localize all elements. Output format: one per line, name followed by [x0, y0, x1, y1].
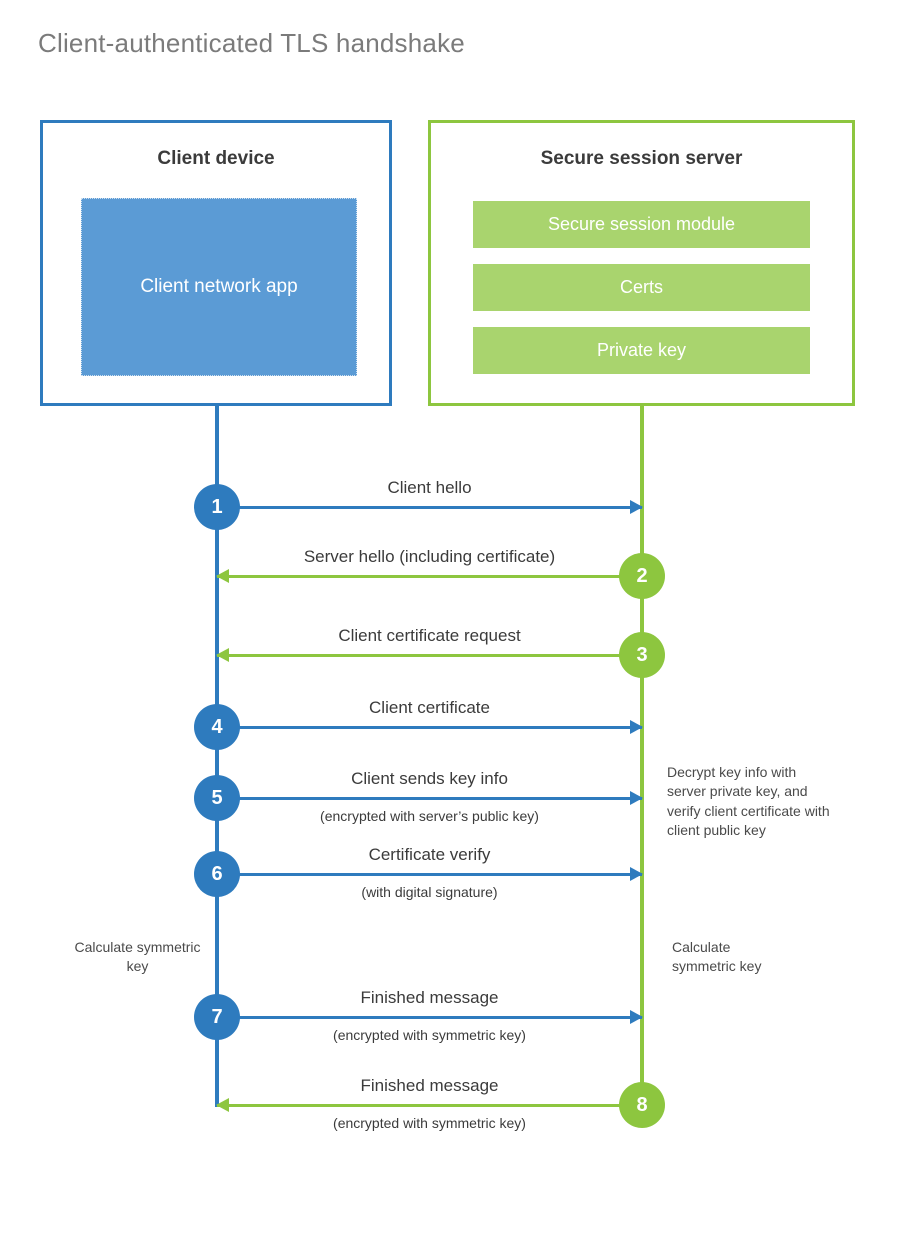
note-server-calculate-symmetric-key: Calculate symmetric key — [672, 939, 762, 975]
arrow-shaft — [217, 653, 642, 657]
server-lifeline — [640, 404, 644, 1107]
client-device-title: Client device — [157, 148, 275, 169]
arrow-shaft — [217, 796, 642, 800]
arrow-head-right-icon — [630, 791, 643, 805]
note-client-calculate-symmetric-key: Calculate symmetric key — [74, 939, 201, 975]
secure-session-server-box: Secure session server Secure session mod… — [428, 120, 855, 406]
arrow-head-right-icon — [630, 500, 643, 514]
client-lifeline — [215, 404, 219, 1107]
step-circle-1[interactable]: 1 — [194, 484, 240, 530]
client-network-app-block: Client network app — [81, 198, 357, 376]
arrow-head-left-icon — [216, 569, 229, 583]
message-label-1: Client hello — [387, 478, 472, 497]
arrow-shaft — [217, 872, 642, 876]
step-circle-6[interactable]: 6 — [194, 851, 240, 897]
step-circle-5[interactable]: 5 — [194, 775, 240, 821]
client-device-box: Client device Client network app — [40, 120, 392, 406]
message-label-3: Client certificate request — [338, 626, 521, 645]
arrow-head-left-icon — [216, 648, 229, 662]
arrow-head-right-icon — [630, 720, 643, 734]
server-bar-secure-session-module: Secure session module — [473, 201, 810, 248]
page-title: Client-authenticated TLS handshake — [38, 28, 465, 58]
server-bar-certs: Certs — [473, 264, 810, 311]
arrow-shaft — [217, 1015, 642, 1019]
message-label-7: Finished message — [360, 988, 499, 1007]
arrow-shaft — [217, 574, 642, 578]
message-label-4: Client certificate — [369, 698, 490, 717]
arrow-shaft — [217, 725, 642, 729]
arrow-shaft — [217, 505, 642, 509]
message-label-2: Server hello (including certificate) — [303, 547, 556, 566]
message-label-5: Client sends key info — [351, 769, 508, 788]
message-sublabel-5: (encrypted with server’s public key) — [320, 808, 539, 824]
arrow-head-right-icon — [630, 867, 643, 881]
arrow-shaft — [217, 1103, 642, 1107]
message-label-8: Finished message — [360, 1076, 499, 1095]
step-circle-7[interactable]: 7 — [194, 994, 240, 1040]
message-sublabel-6: (with digital signature) — [361, 884, 498, 900]
arrow-head-right-icon — [630, 1010, 643, 1024]
note-server-decrypt: Decrypt key info with server private key… — [667, 764, 830, 838]
step-circle-2[interactable]: 2 — [619, 553, 665, 599]
message-label-6: Certificate verify — [368, 845, 491, 864]
step-circle-8[interactable]: 8 — [619, 1082, 665, 1128]
server-bar-private-key: Private key — [473, 327, 810, 374]
secure-session-server-title: Secure session server — [540, 148, 743, 169]
step-circle-4[interactable]: 4 — [194, 704, 240, 750]
message-sublabel-8: (encrypted with symmetric key) — [333, 1115, 526, 1131]
arrow-head-left-icon — [216, 1098, 229, 1112]
message-sublabel-7: (encrypted with symmetric key) — [333, 1027, 526, 1043]
step-circle-3[interactable]: 3 — [619, 632, 665, 678]
